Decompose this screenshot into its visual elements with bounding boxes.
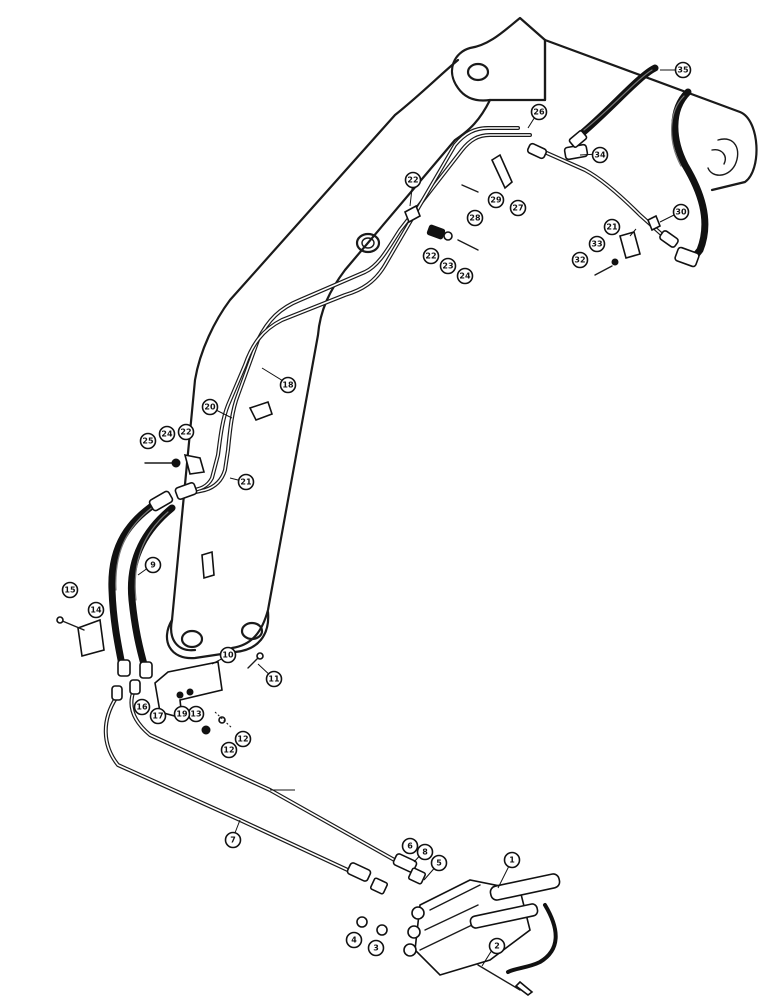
callout-label: 35 — [677, 66, 689, 75]
lower-bracket — [154, 652, 264, 735]
callout-label: 21 — [240, 478, 252, 487]
left-bracket — [56, 453, 206, 658]
callout-20: 20 — [201, 398, 219, 416]
callout-26: 26 — [530, 103, 548, 121]
callout-label: 19 — [176, 710, 188, 719]
callout-label: 33 — [591, 240, 602, 249]
callout-label: 8 — [422, 848, 428, 857]
callout-label: 28 — [469, 214, 481, 223]
callout-22b: 22 — [177, 423, 195, 441]
callout-8: 8 — [416, 843, 434, 861]
callout-13: 13 — [187, 705, 205, 723]
callout-12b: 12 — [220, 741, 238, 759]
callout-30: 30 — [672, 203, 690, 221]
callout-label: 27 — [512, 204, 523, 213]
callout-2: 2 — [488, 937, 506, 955]
callout-6: 6 — [401, 837, 419, 855]
callout-32: 32 — [571, 251, 589, 269]
callout-label: 26 — [533, 108, 545, 117]
callout-22c: 22 — [422, 247, 440, 265]
callout-label: 4 — [351, 936, 357, 945]
callouts: 1 2 3 4 5 6 7 8 9 10 11 12 12 13 14 15 1… — [61, 61, 692, 957]
callout-label: 2 — [494, 942, 500, 951]
callout-label: 3 — [373, 944, 379, 953]
callout-label: 21 — [606, 223, 618, 232]
callout-12a: 12 — [234, 730, 252, 748]
callout-21b: 21 — [603, 218, 621, 236]
callout-label: 6 — [407, 842, 413, 851]
callout-label: 11 — [268, 675, 280, 684]
callout-11: 11 — [265, 670, 283, 688]
callout-label: 15 — [64, 586, 76, 595]
callout-label: 5 — [436, 859, 442, 868]
callout-17: 17 — [149, 707, 167, 725]
callout-16: 16 — [133, 698, 151, 716]
callout-4: 4 — [345, 931, 363, 949]
callout-label: 10 — [222, 651, 234, 660]
callout-label: 30 — [675, 208, 687, 217]
callout-34: 34 — [591, 146, 609, 164]
boom-arm — [165, 16, 758, 660]
callout-label: 17 — [152, 712, 163, 721]
callout-label: 13 — [190, 710, 201, 719]
callout-label: 24 — [161, 430, 173, 439]
callout-21a: 21 — [237, 473, 255, 491]
callout-label: 23 — [442, 262, 453, 271]
callout-9: 9 — [144, 556, 162, 574]
callout-10: 10 — [219, 646, 237, 664]
callout-label: 25 — [142, 437, 154, 446]
hydraulic-lines — [180, 126, 670, 497]
callout-29a: 29 — [487, 191, 505, 209]
callout-label: 22 — [425, 252, 436, 261]
callout-label: 9 — [150, 561, 156, 570]
callout-label: 29 — [490, 196, 502, 205]
callout-label: 20 — [204, 403, 216, 412]
callout-33: 33 — [588, 235, 606, 253]
callout-15: 15 — [61, 581, 79, 599]
callout-28: 28 — [466, 209, 484, 227]
callout-19: 19 — [173, 705, 191, 723]
callout-label: 16 — [136, 703, 148, 712]
callout-label: 12 — [237, 735, 248, 744]
callout-label: 7 — [230, 836, 236, 845]
callout-label: 18 — [282, 381, 294, 390]
callout-label: 22 — [407, 176, 418, 185]
left-hoses — [108, 481, 198, 679]
callout-27: 27 — [509, 199, 527, 217]
callout-label: 32 — [574, 256, 585, 265]
callout-5: 5 — [430, 854, 448, 872]
upper-fittings — [201, 130, 700, 580]
callout-3: 3 — [367, 939, 385, 957]
callout-label: 1 — [509, 856, 515, 865]
callout-24b: 24 — [456, 267, 474, 285]
upper-hose — [576, 64, 709, 264]
callout-14: 14 — [87, 601, 105, 619]
callout-18: 18 — [279, 376, 297, 394]
leader-lines — [137, 69, 683, 967]
lower-lines — [103, 679, 427, 895]
control-valve — [356, 873, 561, 996]
callout-1: 1 — [503, 851, 521, 869]
callout-25: 25 — [139, 432, 157, 450]
callout-label: 24 — [459, 272, 471, 281]
callout-22a: 22 — [404, 171, 422, 189]
callout-label: 22 — [180, 428, 191, 437]
callout-label: 14 — [90, 606, 102, 615]
callout-23: 23 — [439, 257, 457, 275]
callout-35: 35 — [674, 61, 692, 79]
callout-24a: 24 — [158, 425, 176, 443]
callout-7: 7 — [224, 831, 242, 849]
callout-label: 34 — [594, 151, 606, 160]
callout-label: 12 — [223, 746, 234, 755]
